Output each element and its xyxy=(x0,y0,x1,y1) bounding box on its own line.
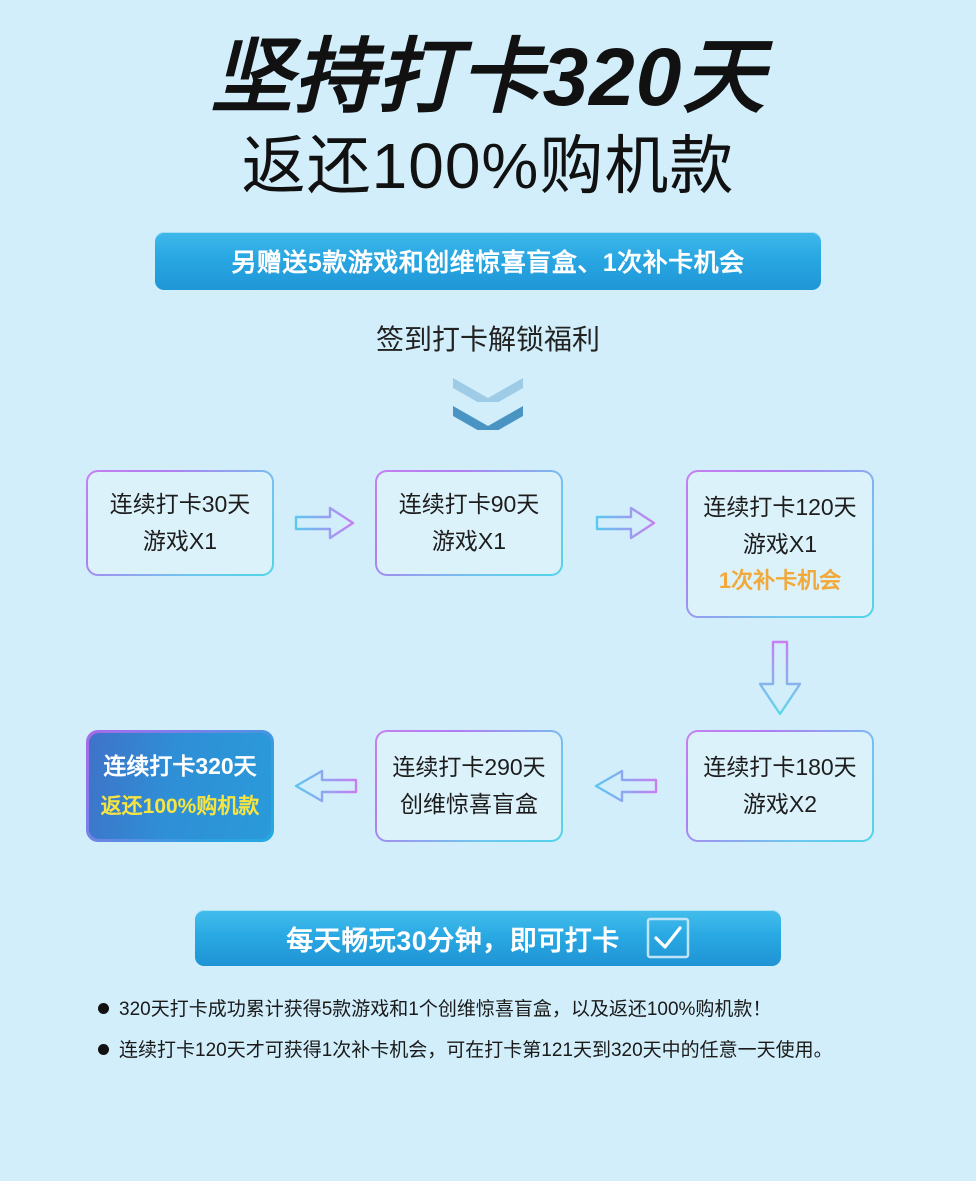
reward-card-180-line-2: 游戏X2 xyxy=(742,791,818,818)
headline-block: 坚持打卡320天 返还100%购机款 xyxy=(0,0,976,204)
reward-card-320-line-1: 连续打卡320天 xyxy=(103,753,257,780)
arrow-down-120-to-180 xyxy=(758,640,802,716)
footnote-item: 连续打卡120天才可获得1次补卡机会，可在打卡第121天到320天中的任意一天使… xyxy=(98,1037,976,1066)
chevron-down-icon-light xyxy=(453,378,523,403)
reward-card-90[interactable]: 连续打卡90天 游戏X1 xyxy=(375,470,563,577)
footnote-list: 320天打卡成功累计获得5款游戏和1个创维惊喜盲盒，以及返还100%购机款！ 连… xyxy=(0,996,976,1065)
reward-card-290-line-1: 连续打卡290天 xyxy=(392,754,546,781)
bullet-icon xyxy=(98,1043,109,1055)
reward-card-30-line-1: 连续打卡30天 xyxy=(109,491,251,518)
reward-card-90-line-2: 游戏X1 xyxy=(431,528,507,555)
daily-checkin-cta-label: 每天畅玩30分钟，即可打卡 xyxy=(286,925,620,956)
arrow-right-30-to-90 xyxy=(294,506,355,540)
chevron-down-icon-dark xyxy=(453,406,523,431)
footnote-item: 320天打卡成功累计获得5款游戏和1个创维惊喜盲盒，以及返还100%购机款！ xyxy=(98,996,976,1025)
arrow-right-90-to-120 xyxy=(595,506,656,540)
arrow-left-180-to-290 xyxy=(594,769,658,803)
headline-sub: 返还100%购机款 xyxy=(241,129,735,202)
reward-card-120-line-1: 连续打卡120天 xyxy=(703,494,857,521)
footnote-text: 320天打卡成功累计获得5款游戏和1个创维惊喜盲盒，以及返还100%购机款！ xyxy=(119,999,772,1021)
reward-flow: 连续打卡30天 游戏X1 连续打卡90天 游戏X1 连续打卡120天 游戏X1 … xyxy=(0,452,976,882)
checkbox-check-icon xyxy=(646,917,690,959)
chevron-down-group xyxy=(0,376,976,431)
gift-banner-label: 另赠送5款游戏和创维惊喜盲盒、1次补卡机会 xyxy=(231,249,745,278)
reward-card-90-line-1: 连续打卡90天 xyxy=(398,491,540,518)
footnote-text: 连续打卡120天才可获得1次补卡机会，可在打卡第121天到320天中的任意一天使… xyxy=(119,1039,833,1061)
reward-card-180[interactable]: 连续打卡180天 游戏X2 xyxy=(686,730,874,843)
headline-main: 坚持打卡320天 xyxy=(210,32,766,123)
reward-card-120-bonus: 1次补卡机会 xyxy=(718,568,842,594)
reward-card-30-line-2: 游戏X1 xyxy=(142,528,218,555)
reward-card-180-line-1: 连续打卡180天 xyxy=(703,754,857,781)
gift-banner: 另赠送5款游戏和创维惊喜盲盒、1次补卡机会 xyxy=(155,232,821,291)
section-title: 签到打卡解锁福利 xyxy=(375,324,600,356)
daily-checkin-cta[interactable]: 每天畅玩30分钟，即可打卡 xyxy=(195,910,781,967)
reward-card-120-line-2: 游戏X1 xyxy=(742,531,818,558)
reward-card-120[interactable]: 连续打卡120天 游戏X1 1次补卡机会 xyxy=(686,470,874,619)
reward-card-290-line-2: 创维惊喜盲盒 xyxy=(400,791,538,818)
reward-card-290[interactable]: 连续打卡290天 创维惊喜盲盒 xyxy=(375,730,563,843)
reward-card-320-bonus: 返还100%购机款 xyxy=(100,795,260,819)
bullet-icon xyxy=(98,1003,109,1015)
arrow-left-290-to-320 xyxy=(294,769,358,803)
reward-card-30[interactable]: 连续打卡30天 游戏X1 xyxy=(86,470,274,577)
reward-card-320[interactable]: 连续打卡320天 返还100%购机款 xyxy=(86,730,274,843)
